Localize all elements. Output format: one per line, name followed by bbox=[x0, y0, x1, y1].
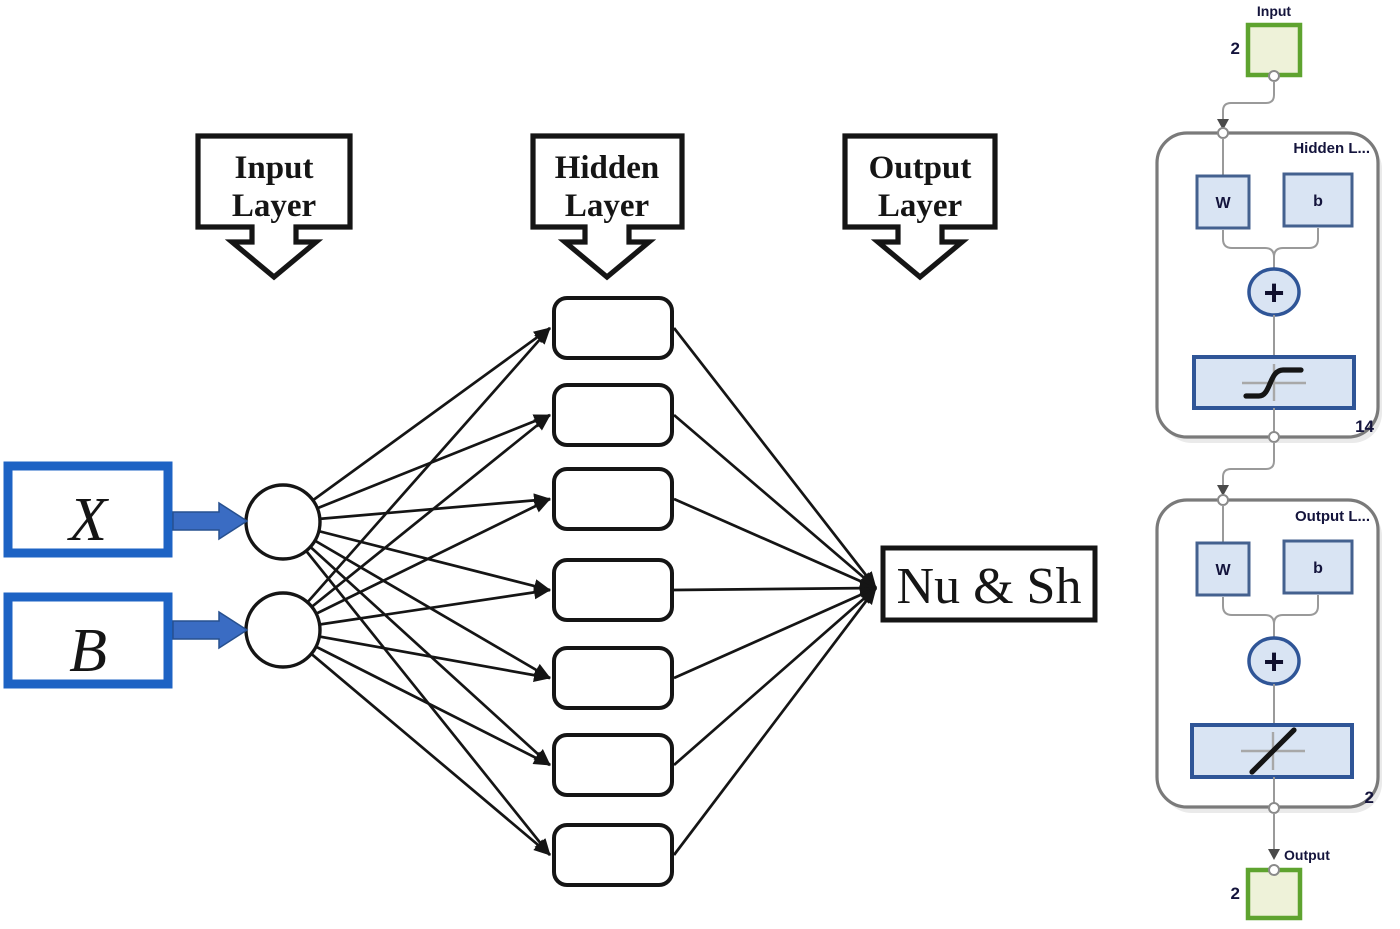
hidden-neuron-7 bbox=[552, 823, 674, 887]
output-box-label: Nu & Sh bbox=[897, 558, 1082, 615]
hidden-layer-label-line1: Hidden bbox=[555, 150, 660, 186]
connection-line bbox=[672, 327, 878, 589]
connection-line bbox=[281, 327, 552, 631]
connector-line bbox=[1273, 228, 1319, 258]
hidden-neuron-3 bbox=[552, 467, 674, 531]
connection-line bbox=[282, 520, 551, 680]
blue-right-arrow-icon bbox=[172, 501, 249, 541]
input-neuron-2 bbox=[244, 591, 322, 669]
output-layer-callout: Output Layer bbox=[842, 133, 998, 281]
connection-line bbox=[673, 586, 877, 680]
bias-box bbox=[1282, 172, 1354, 228]
output-box bbox=[880, 545, 1098, 623]
input-variable-x: X bbox=[3, 461, 249, 558]
weight-box bbox=[1195, 541, 1251, 597]
callout-shape-with-down-arrow-icon bbox=[195, 133, 353, 281]
matlab-output-box bbox=[1245, 867, 1303, 921]
hidden-neurons bbox=[552, 296, 674, 887]
input-box-x-label: X bbox=[66, 486, 109, 554]
matlab-input: Input 2 bbox=[1231, 3, 1303, 82]
matlab-output-layer-block: Output L... W b + 2 bbox=[1155, 494, 1382, 814]
connection-line bbox=[282, 413, 551, 632]
input-variable-b: B bbox=[3, 592, 249, 689]
matlab-hidden-layer-block: Hidden L... W b + 14 bbox=[1155, 127, 1382, 443]
hidden-neuron-count: 14 bbox=[1355, 417, 1374, 436]
input-neuron-1 bbox=[244, 483, 322, 561]
linear-curve-icon bbox=[1249, 727, 1297, 775]
hidden-neuron-2 bbox=[552, 383, 674, 447]
connection-line bbox=[672, 587, 878, 856]
bias-label: b bbox=[1313, 193, 1323, 210]
connection-line bbox=[282, 585, 551, 632]
input-layer-label-line1: Input bbox=[235, 150, 314, 186]
callout-shape-with-down-arrow-icon bbox=[530, 133, 685, 281]
matlab-input-dimension: 2 bbox=[1231, 39, 1240, 58]
connector-line bbox=[1222, 442, 1275, 492]
down-arrow-icon bbox=[1268, 849, 1280, 860]
port-icon bbox=[1268, 802, 1280, 814]
bias-box bbox=[1282, 539, 1354, 595]
connection-line bbox=[282, 520, 551, 593]
output-neuron-count: 2 bbox=[1365, 788, 1374, 807]
plus-icon: + bbox=[1263, 641, 1284, 682]
input-to-hidden-connections bbox=[281, 326, 552, 857]
input-box-b-label: B bbox=[69, 617, 107, 685]
connection-line bbox=[282, 413, 551, 524]
connection-line bbox=[673, 413, 877, 590]
connection-line bbox=[282, 493, 551, 524]
hidden-layer-label-line2: Layer bbox=[565, 188, 649, 224]
hidden-block-title: Hidden L... bbox=[1293, 140, 1370, 157]
hidden-neuron-5 bbox=[552, 646, 674, 710]
sigmoid-curve-icon bbox=[1243, 367, 1304, 399]
connection-line bbox=[282, 628, 551, 857]
connection-line bbox=[282, 326, 551, 524]
hidden-neuron-4 bbox=[552, 558, 674, 622]
matlab-output-label: Output bbox=[1284, 847, 1330, 863]
matlab-output: Output 2 bbox=[1231, 847, 1330, 921]
port-icon bbox=[1268, 70, 1280, 82]
down-arrow-icon bbox=[1217, 485, 1229, 496]
input-layer-label-line2: Layer bbox=[232, 188, 316, 224]
hidden-neuron-1 bbox=[552, 296, 674, 360]
matlab-input-label: Input bbox=[1257, 3, 1292, 19]
connection-line bbox=[673, 581, 877, 596]
input-box-x bbox=[3, 461, 173, 558]
port-icon bbox=[1217, 494, 1229, 506]
output-node: Nu & Sh bbox=[880, 545, 1098, 623]
hidden-to-output-connections bbox=[672, 327, 878, 856]
matlab-output-dimension: 2 bbox=[1231, 884, 1240, 903]
matlab-input-box bbox=[1245, 22, 1303, 78]
weight-label: W bbox=[1215, 195, 1231, 212]
connection-line bbox=[281, 521, 552, 856]
connection-line bbox=[673, 497, 877, 590]
weight-box bbox=[1195, 174, 1251, 230]
output-block-title: Output L... bbox=[1295, 508, 1370, 525]
connector-line bbox=[1222, 81, 1275, 126]
output-layer-label-line2: Layer bbox=[878, 188, 962, 224]
connection-line bbox=[673, 586, 877, 767]
connection-line bbox=[282, 521, 551, 766]
weight-label: W bbox=[1215, 562, 1231, 579]
connector-line bbox=[1273, 595, 1319, 625]
blue-right-arrow-icon bbox=[172, 610, 249, 650]
bias-label: b bbox=[1313, 560, 1323, 577]
port-icon bbox=[1268, 864, 1280, 876]
port-icon bbox=[1268, 431, 1280, 443]
input-layer-callout: Input Layer bbox=[195, 133, 353, 281]
hidden-layer-callout: Hidden Layer bbox=[530, 133, 685, 281]
connection-line bbox=[282, 628, 551, 683]
callout-shape-with-down-arrow-icon bbox=[842, 133, 998, 281]
port-icon bbox=[1217, 127, 1229, 139]
plus-icon: + bbox=[1263, 272, 1284, 313]
down-arrow-icon bbox=[1217, 119, 1229, 130]
connection-line bbox=[282, 497, 551, 632]
connection-line bbox=[282, 628, 551, 767]
hidden-neuron-6 bbox=[552, 733, 674, 797]
output-layer-label-line1: Output bbox=[869, 150, 972, 186]
input-box-b bbox=[3, 592, 173, 689]
